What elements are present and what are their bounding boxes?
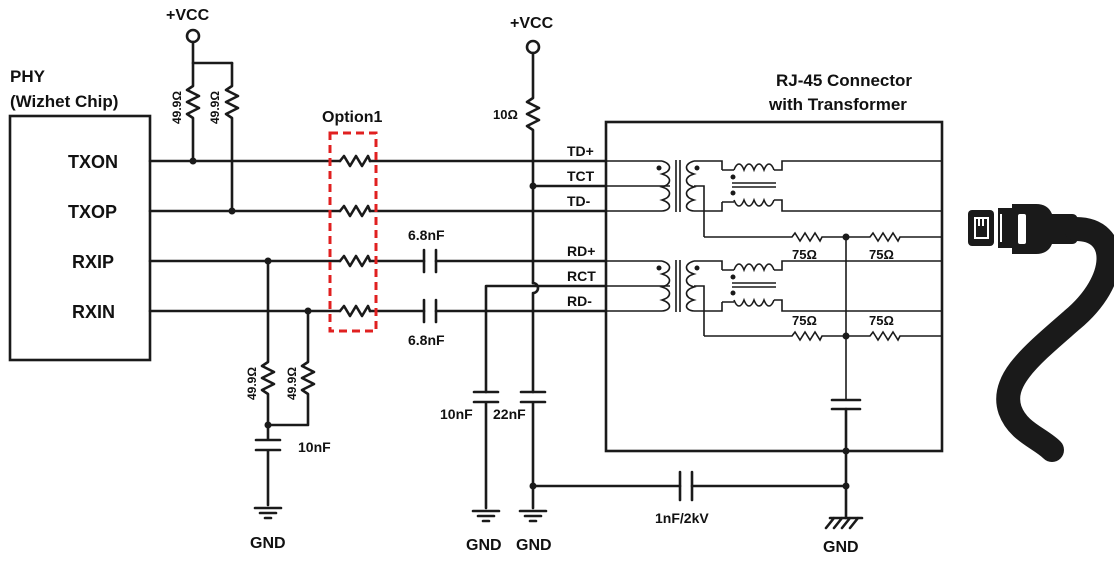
junction-txop [228,207,236,215]
rj45-plug-cable-icon [968,204,1114,462]
cap-rxip [422,248,438,274]
rx-transformer [606,260,942,336]
ground-symbol-icon [471,509,501,523]
r-10ohm-value: 10Ω [493,107,518,122]
option1-label: Option1 [322,109,383,126]
td-plus-label: TD+ [567,143,594,159]
pin-rxip-label: RXIP [72,252,114,272]
tx-transformer [606,160,942,237]
r-rxip-value: 49.9Ω [245,367,259,400]
r75-value-3: 75Ω [792,313,817,328]
vcc-crossover [531,281,540,394]
option-resistor-2 [338,204,372,218]
vcc-mid-label: +VCC [510,15,554,32]
phy-title-line2: (Wizhet Chip) [10,92,118,111]
junction-txon [189,157,197,165]
pin-txop-label: TXOP [68,202,117,222]
r75-value-4: 75Ω [869,313,894,328]
cap-rxip-value: 6.8nF [408,227,445,243]
cap-22nf-value: 22nF [493,406,526,422]
rx-termination-right [266,309,316,427]
rd-minus-label: RD- [567,293,592,309]
td-minus-label: TD- [567,193,591,209]
phy-title-line1: PHY [10,67,46,86]
rj45-title-line2: with Transformer [768,95,907,114]
rct-wire [484,284,608,394]
rct-label: RCT [567,268,596,284]
phy-chip-box [8,114,152,362]
cap-rx-center-value: 10nF [298,439,331,455]
pin-rxin-label: RXIN [72,302,115,322]
cap-rxin-value: 6.8nF [408,332,445,348]
ground-symbol-icon [518,509,548,523]
resistor-10ohm [525,51,541,285]
chassis-ground-icon [824,516,864,530]
r-txop-value: 49.9Ω [208,91,222,124]
gnd-label-2: GND [466,537,502,554]
cap-rxin [422,298,438,324]
cap-rct [472,390,500,510]
vcc-left-label: +VCC [166,7,210,24]
ground-symbol-icon [253,506,283,520]
rx-termination-left [260,259,276,427]
rj45-title-line1: RJ-45 Connector [776,71,912,90]
option-resistor-4 [338,304,372,318]
junction-chassis [842,447,850,455]
option-resistor-1 [338,154,372,168]
gnd-label-1: GND [250,535,286,552]
gnd-label-4: GND [823,539,859,556]
cap-rx-center [254,423,282,507]
cap-rct-value: 10nF [440,406,473,422]
r-txon-value: 49.9Ω [170,91,184,124]
option-resistor-3 [338,254,372,268]
vcc-left-wire [191,40,234,65]
cap-1nf-2kv-value: 1nF/2kV [655,510,709,526]
junction-chassis-cap [842,482,850,490]
cap-22nf [519,390,547,488]
rd-plus-label: RD+ [567,243,595,259]
cap-1nf-2kv [678,470,694,502]
tct-label: TCT [567,168,595,184]
vcc-terminal-icon [185,28,201,44]
resistor-txon [185,61,201,163]
r75-value-1: 75Ω [792,247,817,262]
gnd-label-3: GND [516,537,552,554]
r75-value-2: 75Ω [869,247,894,262]
option1-dashed-box [328,131,378,333]
vcc-terminal-icon [525,39,541,55]
r-rxin-value: 49.9Ω [285,367,299,400]
pin-txon-label: TXON [68,152,118,172]
resistor-txop [224,61,240,213]
